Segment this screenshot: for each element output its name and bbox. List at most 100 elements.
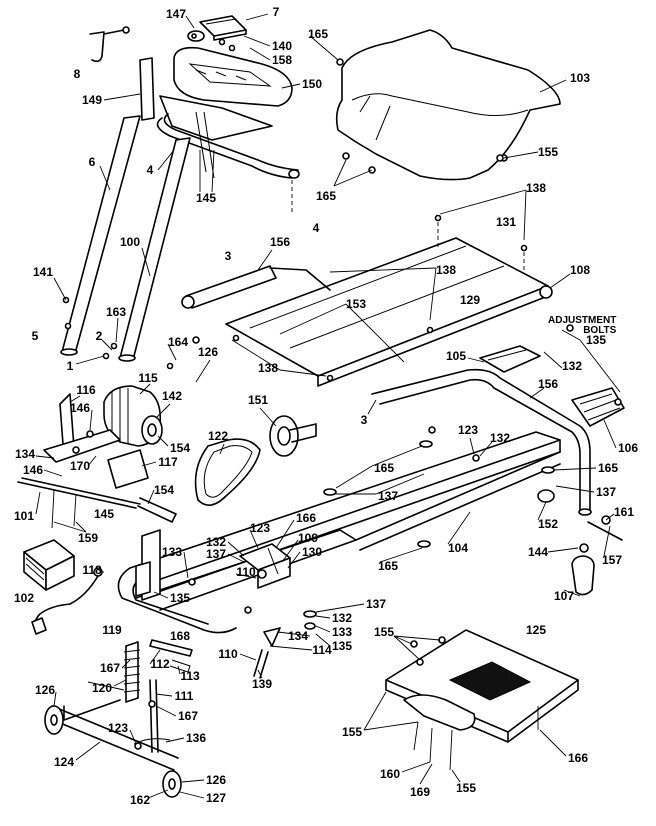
callout-158: 158 (271, 53, 293, 67)
callout-165: 165 (315, 189, 337, 203)
callout-132: 132 (561, 359, 583, 373)
callout-3: 3 (360, 413, 368, 427)
callout-167: 167 (177, 709, 199, 723)
callout-132: 132 (205, 535, 227, 549)
callout-115: 115 (138, 371, 158, 385)
callout-123: 123 (249, 521, 271, 535)
callout-110: 110 (236, 565, 256, 579)
callout-165: 165 (307, 27, 329, 41)
callout-135: 135 (331, 639, 353, 653)
callout-125: 125 (525, 623, 547, 637)
callout-100: 100 (119, 235, 141, 249)
motor-part (104, 386, 162, 446)
callout-166: 166 (567, 751, 589, 765)
callout-114: 114 (312, 643, 332, 657)
callout-106: 106 (617, 441, 639, 455)
callout-127: 127 (205, 791, 227, 805)
callout-126: 126 (197, 345, 219, 359)
callout-113: 113 (180, 669, 200, 683)
callout-139: 139 (251, 677, 273, 691)
callout-124: 124 (53, 755, 75, 769)
callout-112: 112 (150, 657, 170, 671)
callout-4: 4 (312, 221, 320, 235)
deck-part (226, 216, 552, 387)
callout-104: 104 (447, 541, 469, 555)
callout-137: 137 (595, 485, 617, 499)
callout-2: 2 (95, 329, 103, 343)
callout-164: 164 (167, 335, 189, 349)
callout-122: 122 (207, 429, 229, 443)
callout-150: 150 (301, 77, 323, 91)
callout-156: 156 (269, 235, 291, 249)
callout-155: 155 (341, 725, 363, 739)
motor-hood-part (337, 30, 560, 180)
callout-117: 117 (158, 455, 178, 469)
callout-126: 126 (34, 683, 56, 697)
callout-123: 123 (107, 721, 129, 735)
callout-155: 155 (373, 625, 395, 639)
power-cord-part (32, 568, 102, 634)
callout-109: 109 (297, 531, 319, 545)
callout-103: 103 (569, 71, 591, 85)
callout-166: 166 (295, 511, 317, 525)
callout-155: 155 (455, 781, 477, 795)
handlebar-rail-part (158, 114, 300, 212)
callout-6: 6 (88, 155, 96, 169)
callout-131: 131 (495, 215, 517, 229)
callout-153: 153 (345, 297, 367, 311)
adjustment-bolts-note: ADJUSTMENT BOLTS (548, 316, 616, 336)
callout-167: 167 (99, 661, 121, 675)
leader-lines (36, 14, 620, 798)
callout-3: 3 (224, 249, 232, 263)
callout-133: 133 (331, 625, 353, 639)
callout-123: 123 (457, 423, 479, 437)
callout-155: 155 (537, 145, 559, 159)
callout-146: 146 (69, 401, 91, 415)
pivot-block-part (240, 544, 290, 588)
console-part (188, 16, 246, 51)
upright-tube-left (61, 58, 154, 355)
note-line-1: ADJUSTMENT (548, 315, 617, 326)
callout-134: 134 (14, 447, 36, 461)
callout-116: 116 (76, 383, 96, 397)
drive-belt-part (196, 439, 260, 505)
callout-120: 120 (91, 681, 113, 695)
callout-157: 157 (601, 553, 623, 567)
callout-163: 163 (105, 305, 127, 319)
callout-145: 145 (93, 507, 115, 521)
callout-144: 144 (527, 545, 549, 559)
callout-101: 101 (13, 509, 35, 523)
clip-part (90, 27, 129, 61)
lower-leg-part (254, 628, 280, 678)
callout-140: 140 (271, 39, 293, 53)
callout-138: 138 (257, 361, 279, 375)
callout-168: 168 (169, 629, 191, 643)
callout-108: 108 (569, 263, 591, 277)
callout-152: 152 (537, 517, 559, 531)
callout-165: 165 (373, 461, 395, 475)
callout-119: 119 (102, 623, 122, 637)
callout-146: 146 (22, 463, 44, 477)
right-frame-part (356, 452, 560, 550)
callout-162: 162 (129, 793, 151, 807)
callout-8: 8 (73, 67, 81, 81)
callout-132: 132 (331, 611, 353, 625)
callout-160: 160 (379, 767, 401, 781)
callout-161: 161 (613, 505, 635, 519)
callout-170: 170 (69, 459, 91, 473)
callout-118: 118 (82, 563, 102, 577)
callout-165: 165 (377, 559, 399, 573)
handlebar-cover-part (174, 48, 292, 106)
callout-126: 126 (205, 773, 227, 787)
callout-102: 102 (13, 591, 35, 605)
callout-135: 135 (585, 333, 607, 347)
front-bracket-part (136, 530, 160, 600)
callout-137: 137 (377, 489, 399, 503)
callout-137: 137 (205, 547, 227, 561)
note-line-2: BOLTS (583, 325, 617, 336)
callout-134: 134 (287, 629, 309, 643)
callout-5: 5 (31, 329, 39, 343)
rear-roller-part (182, 266, 330, 308)
